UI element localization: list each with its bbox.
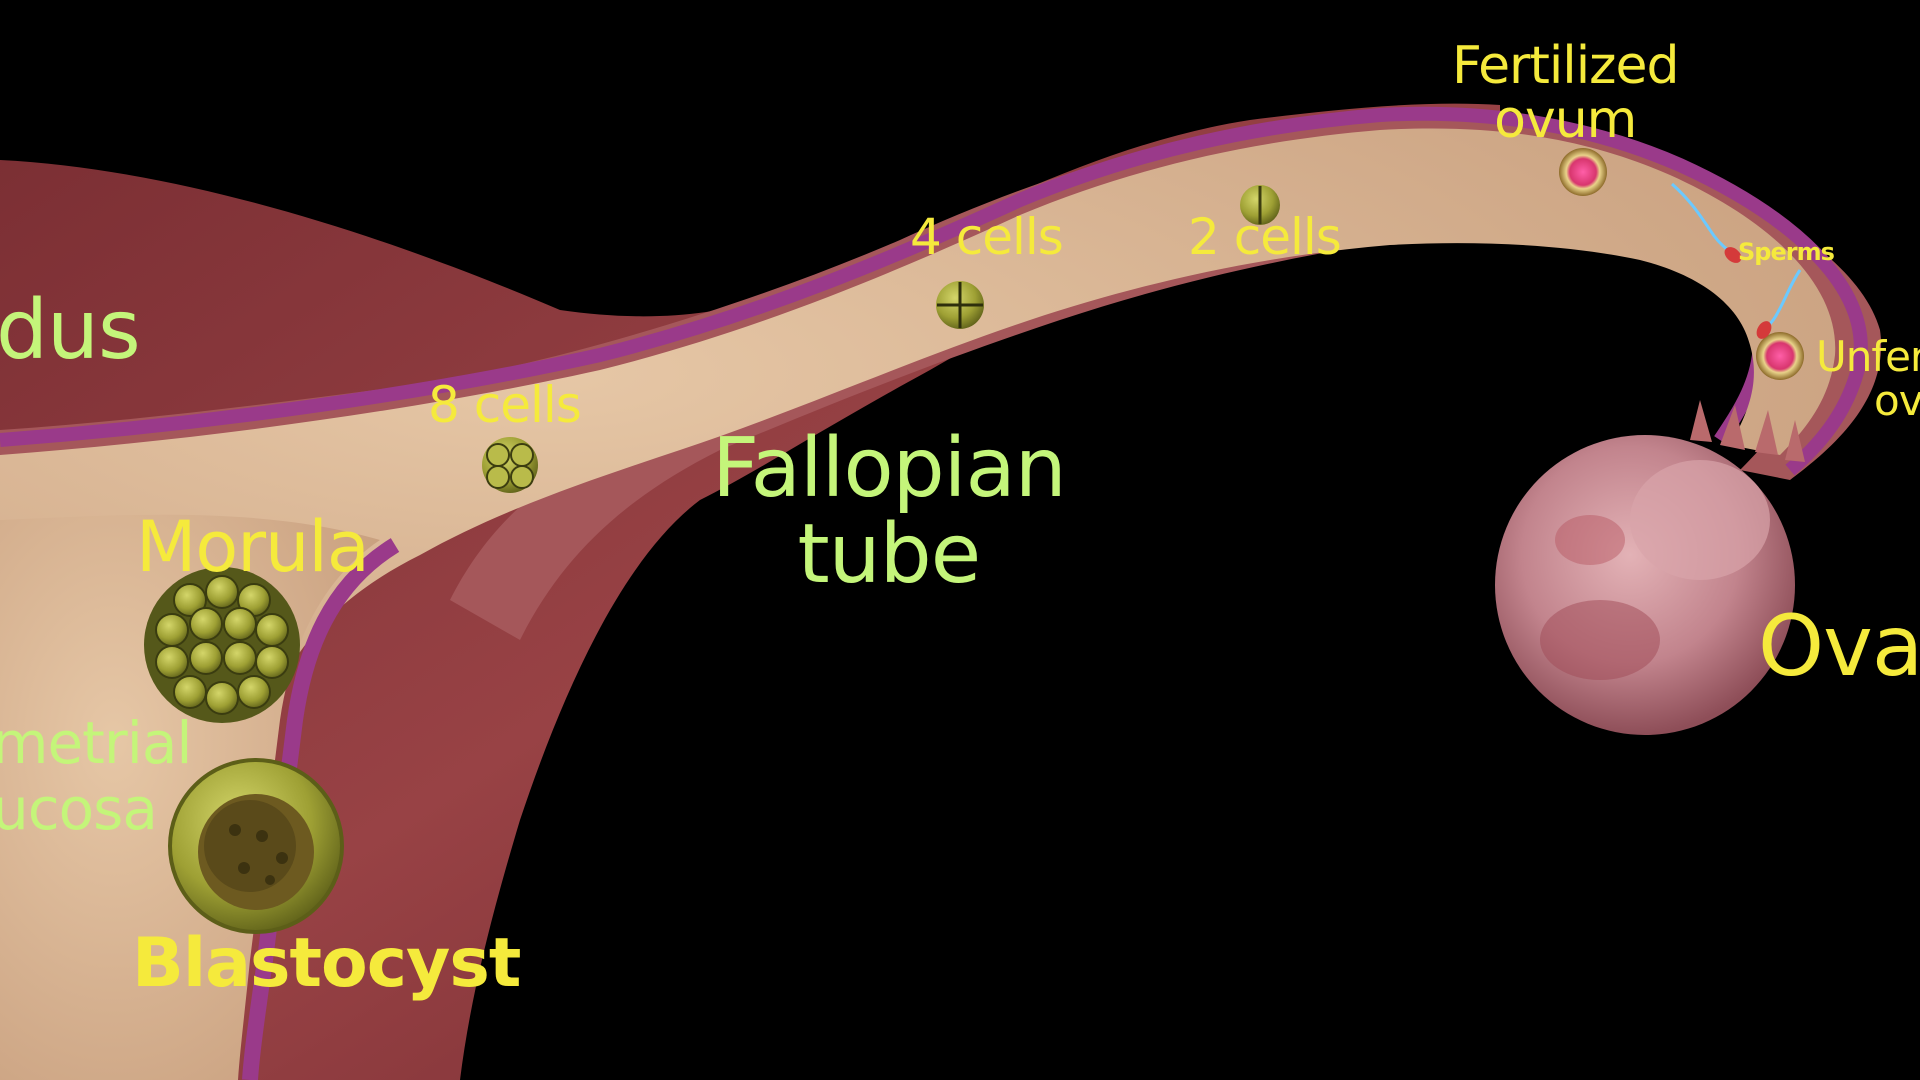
fertilized-ovum-label: Fertilized ovum [1452, 36, 1679, 150]
unfertilized-ovum-label-line2: ov [1874, 376, 1920, 425]
uterine-wall [0, 103, 1500, 1080]
tube-lining-top [0, 106, 1868, 476]
sperm-icon [1671, 182, 1802, 339]
eight-cells-label: 8 cells [428, 376, 582, 434]
unfertilized-ovum [1756, 332, 1804, 380]
blastocyst [168, 758, 344, 934]
four-cells-label: 4 cells [910, 208, 1064, 266]
fimbriae [1690, 400, 1805, 462]
unfertilized-ovum-label-line1: Unfer [1816, 332, 1920, 381]
fundus-label: dus [0, 283, 141, 378]
fertilized-ovum-label-line2: ovum [1494, 90, 1637, 150]
two-cells-label: 2 cells [1188, 208, 1342, 266]
endometrial-mucosa-label-line1: metrial [0, 709, 193, 777]
ovary-label: Ova [1758, 597, 1920, 695]
endometrial-mucosa-label: metrial ucosa [0, 709, 193, 843]
blastocyst-label: Blastocyst [132, 924, 521, 1003]
fertilized-ovum-label-line1: Fertilized [1452, 36, 1679, 96]
ovary [1495, 435, 1795, 735]
endometrial-mucosa-label-line2: ucosa [0, 775, 158, 843]
fallopian-tube-label-line1: Fallopian [712, 421, 1067, 516]
unfertilized-ovum-label: Unfer ov [1816, 336, 1920, 422]
fertilized-ovum [1559, 148, 1607, 196]
fallopian-tube-label: Fallopian tube [712, 421, 1067, 602]
morula-label: Morula [136, 506, 370, 588]
four-cell-embryo [936, 281, 984, 329]
morula [144, 567, 300, 723]
two-cell-embryo [1240, 185, 1280, 225]
eight-cell-embryo [482, 437, 538, 493]
sperms-label: Sperms [1738, 238, 1835, 266]
fallopian-tube-label-line2: tube [797, 507, 982, 602]
